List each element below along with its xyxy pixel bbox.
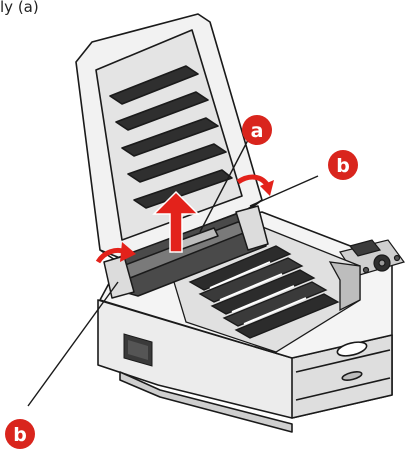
led-head-bars — [109, 65, 233, 209]
callout-b-left: b — [5, 419, 35, 449]
callout-b-left-label: b — [13, 424, 27, 446]
callout-a-label: a — [251, 120, 264, 142]
callout-b-right: b — [328, 150, 358, 180]
rotate-arrow-right — [236, 174, 274, 196]
front-label-plate — [123, 333, 153, 367]
lift-up-arrow — [152, 190, 200, 253]
leader-b-right — [249, 175, 319, 207]
callout-a: a — [242, 115, 272, 145]
leader-a — [199, 139, 249, 233]
leader-lines — [27, 139, 319, 407]
callout-b-right-label: b — [336, 155, 350, 177]
toner-cartridge-slots — [188, 245, 340, 339]
rotate-arrow-left — [95, 242, 136, 264]
caption-fragment: ly (a) — [0, 0, 39, 16]
open-top-cover — [75, 13, 263, 263]
image-drum-unit — [103, 205, 269, 299]
leader-b-left — [27, 281, 119, 407]
